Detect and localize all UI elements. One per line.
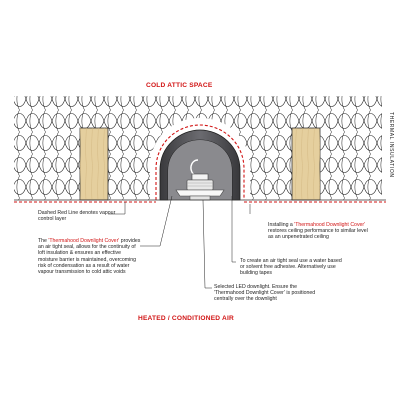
leader-lines [108, 195, 251, 289]
joist-left [79, 127, 109, 201]
thermal-insulation-label: THERMAL INSULATION [388, 112, 394, 178]
vapour-line-hood [155, 124, 245, 200]
cold-attic-label: COLD ATTIC SPACE [146, 82, 213, 89]
note-dashed-red-line: Dashed Red Line denotes vapour control l… [38, 210, 116, 223]
note-installing: Installing a 'Thermahood Downlight Cover… [268, 222, 372, 241]
note-cover-intro-before: The [38, 238, 49, 244]
heated-air-label: HEATED / CONDITIONED AIR [138, 315, 235, 322]
hood-interior [168, 140, 232, 200]
note-air-tight-seal: To create an air tight seal use a water … [240, 258, 342, 277]
note-cover-intro-after: provides an air tight seal, allows for t… [38, 238, 141, 276]
note-cover-intro-name: 'Thermahood Downlight Cover' [48, 238, 120, 244]
note-installing-name: 'Thermahood Downlight Cover' [294, 222, 366, 228]
led-downlight [175, 159, 225, 201]
note-led-downlight: Selected LED downlight. Ensure the 'Ther… [214, 284, 316, 303]
note-installing-after: restores ceiling performance to similar … [268, 228, 368, 241]
note-cover-intro: The 'Thermahood Downlight Cover' provide… [38, 238, 142, 275]
joist-right [291, 127, 321, 201]
note-installing-before: Installing a [268, 222, 295, 228]
